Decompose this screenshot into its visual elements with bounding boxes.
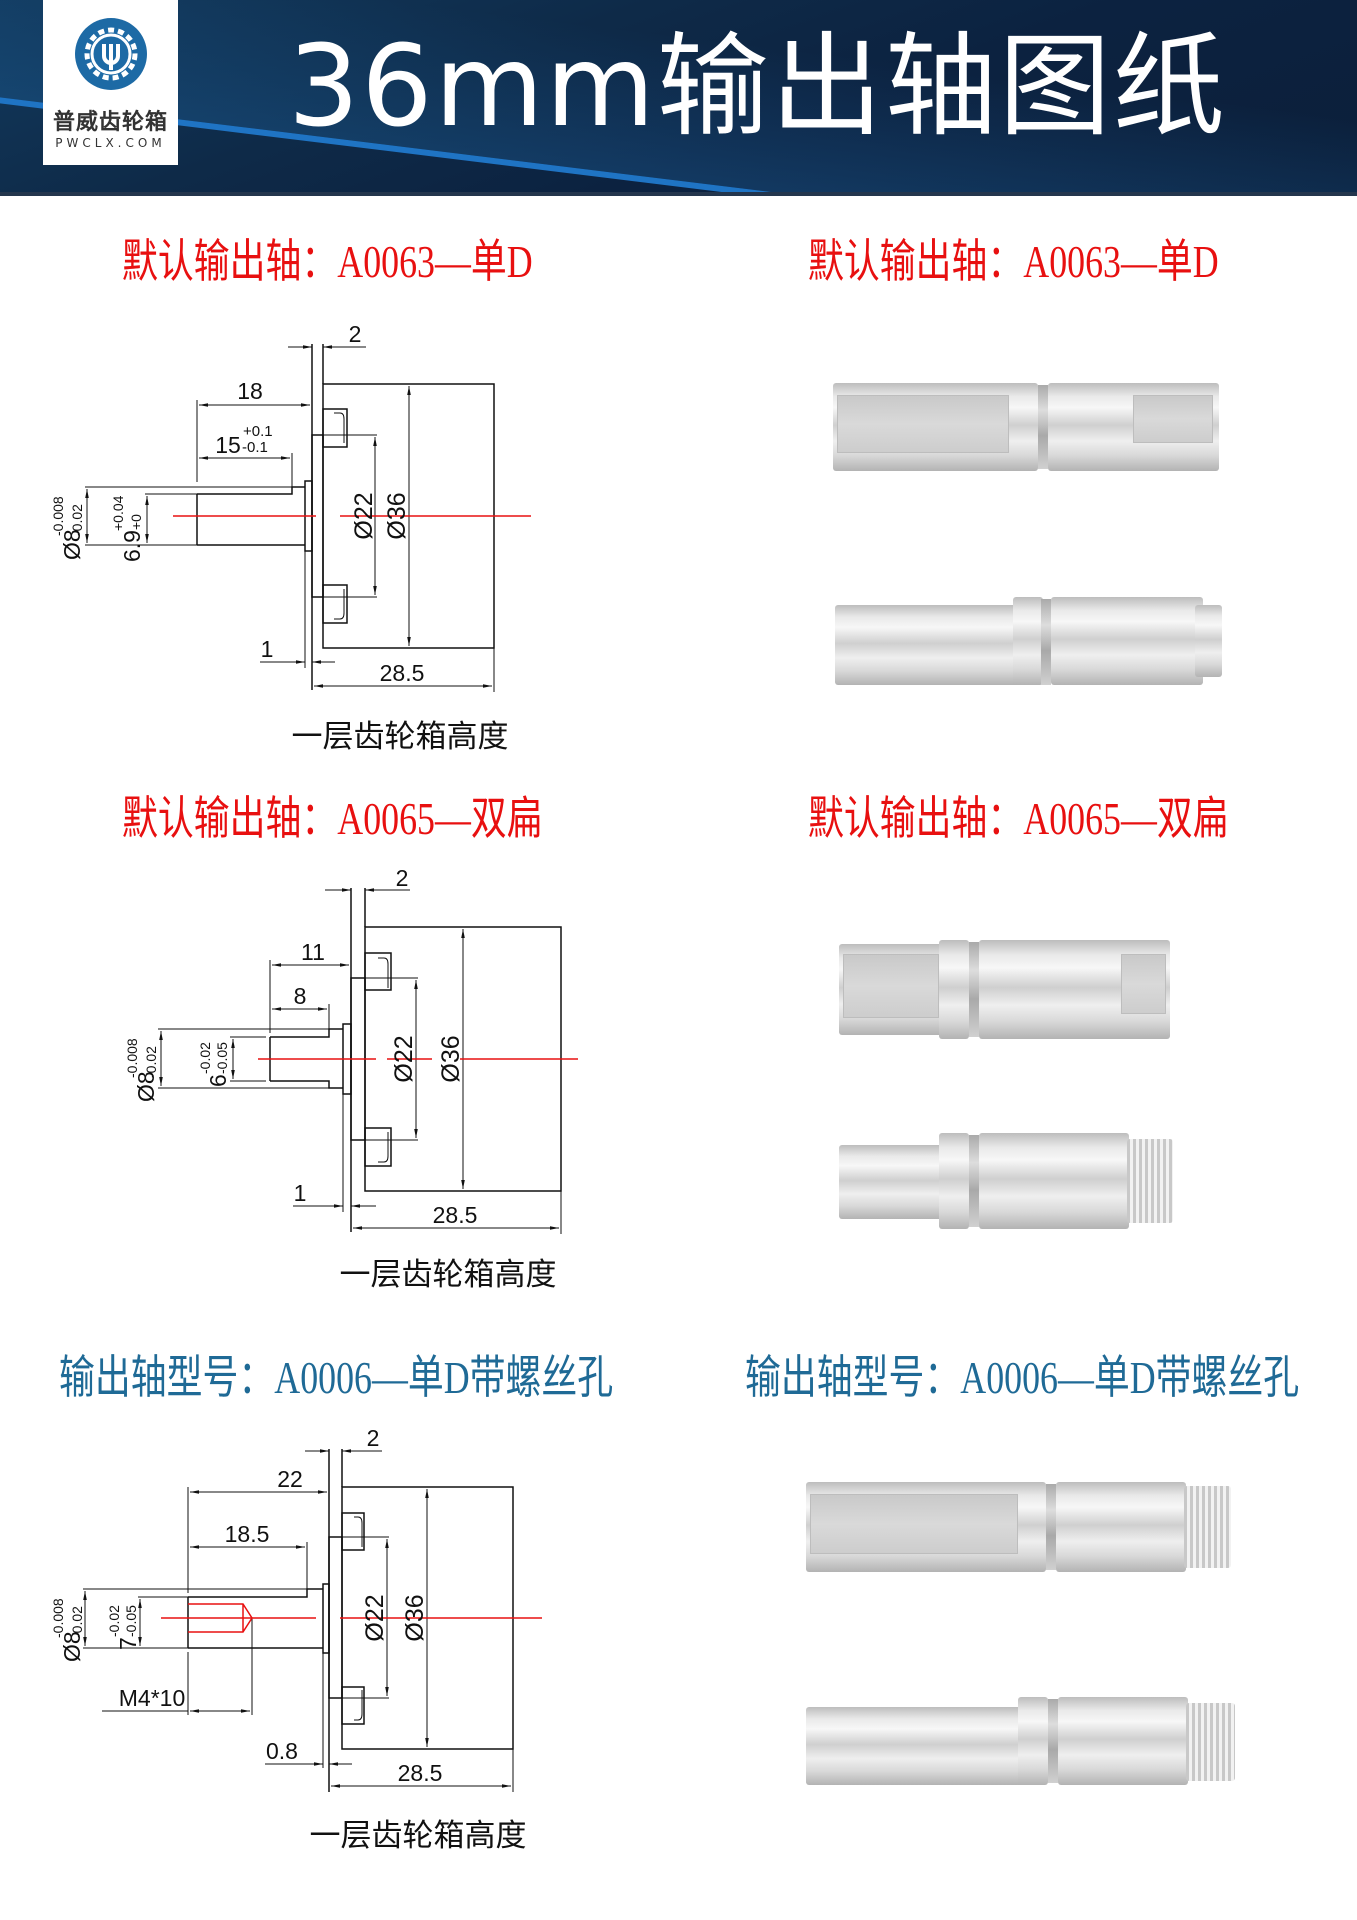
dim-collar: 1: [294, 1180, 307, 1206]
section1-drawing-heading: 默认输出轴：A0063—单D: [122, 236, 533, 287]
mount-bracket: [322, 584, 348, 624]
dim-shaft-tol-upper: -0.008: [50, 1598, 66, 1638]
section1-photo-heading: 默认输出轴：A0063—单D: [808, 236, 1219, 287]
gear-logo-icon: [75, 18, 147, 90]
dim-flange: 2: [396, 865, 409, 891]
drawing-caption: 一层齿轮箱高度: [310, 1818, 527, 1853]
dim-shaft-tol-lower: -0.02: [69, 504, 85, 536]
mount-bracket: [322, 408, 348, 448]
dim-collar: 0.8: [266, 1738, 298, 1764]
shaft-photo-a0006-side: [806, 1697, 1235, 1785]
dim-total-length: 22: [277, 1466, 303, 1492]
dim-flat-d-tol-upper: -0.02: [106, 1605, 122, 1637]
dim-d36: Ø36: [401, 1594, 429, 1641]
dim-shaft-tol-lower: -0.02: [69, 1606, 85, 1638]
dim-flat-length: 8: [294, 983, 307, 1009]
dim-flat-length: 18.5: [225, 1521, 270, 1547]
mount-bracket: [341, 1686, 365, 1725]
dim-flat-d-tol-lower: -0.05: [214, 1042, 230, 1074]
drawing-caption: 一层齿轮箱高度: [340, 1257, 557, 1292]
dim-flat-d-tol-upper: -0.02: [197, 1042, 213, 1074]
dim-shaft-d: Ø8: [59, 529, 85, 560]
collar: [322, 1583, 330, 1654]
drawing-a0063: [85, 344, 531, 692]
dim-height: 28.5: [380, 660, 425, 686]
drawing-caption: 一层齿轮箱高度: [292, 719, 509, 754]
dim-flat-d: 6: [205, 1074, 231, 1087]
dim-shaft-tol-upper: -0.008: [124, 1038, 140, 1078]
section2-drawing-heading: 默认输出轴：A0065—双扁: [122, 793, 543, 844]
dim-total-length: 18: [237, 378, 263, 404]
dim-height: 28.5: [398, 1760, 443, 1786]
dim-shaft-tol-upper: -0.008: [50, 496, 66, 536]
dim-flange: 2: [349, 321, 362, 347]
logo: 普威齿轮箱 PWCLX.COM: [43, 0, 178, 165]
dim-shaft-tol-lower: -0.02: [143, 1046, 159, 1078]
page-title: 36mm输出轴图纸: [288, 22, 1227, 152]
dim-flange: 2: [367, 1425, 380, 1451]
section2-photo-heading: 默认输出轴：A0065—双扁: [808, 793, 1229, 844]
dim-flat-d: 6.9: [119, 530, 145, 562]
dim-total-length: 11: [301, 939, 325, 965]
header-banner: 普威齿轮箱 PWCLX.COM 36mm输出轴图纸: [0, 0, 1357, 196]
shaft-outline: [187, 1588, 323, 1649]
drawing-a0065: [158, 888, 578, 1234]
logo-brand-url: PWCLX.COM: [55, 136, 166, 150]
shaft-photo-a0063-side: [835, 597, 1222, 685]
shaft-outline: [196, 486, 305, 546]
dim-flat-length: 15: [215, 432, 241, 458]
mount-bracket: [364, 1127, 392, 1167]
logo-brand-cn: 普威齿轮箱: [52, 110, 168, 135]
dim-height: 28.5: [433, 1202, 478, 1228]
dim-flat-d: 7: [115, 1637, 141, 1650]
dim-flat-tol-lower: -0.1: [242, 439, 268, 456]
dim-shaft-d: Ø8: [133, 1071, 159, 1102]
dim-flat-d-tol-lower: +0: [128, 514, 144, 530]
dim-flat-d-tol-upper: +0.04: [110, 495, 126, 531]
dim-flat-tol-upper: +0.1: [243, 423, 273, 440]
shaft-photo-a0065-side: [839, 1133, 1173, 1229]
dim-d36: Ø36: [437, 1035, 465, 1082]
shaft-photo-a0063-front: [833, 383, 1219, 471]
dim-d36: Ø36: [383, 492, 411, 539]
section3-photo-heading: 输出轴型号：A0006—单D带螺丝孔: [745, 1352, 1300, 1403]
dim-d22: Ø22: [361, 1594, 389, 1641]
dim-d22: Ø22: [350, 492, 378, 539]
banner-divider: [0, 192, 1357, 196]
dim-flat-d-tol-lower: -0.05: [123, 1605, 139, 1637]
dim-thread: M4*10: [119, 1685, 185, 1711]
dim-shaft-d: Ø8: [59, 1631, 85, 1662]
shaft-photo-a0006-front: [806, 1482, 1231, 1572]
section3-drawing-heading: 输出轴型号：A0006—单D带螺丝孔: [59, 1352, 614, 1403]
drawing-a0006: [83, 1449, 542, 1792]
mount-bracket: [341, 1512, 365, 1551]
dim-d22: Ø22: [390, 1035, 418, 1082]
mount-bracket: [364, 952, 392, 991]
shaft-photo-a0065-front: [839, 940, 1170, 1039]
dim-collar: 1: [261, 636, 274, 662]
